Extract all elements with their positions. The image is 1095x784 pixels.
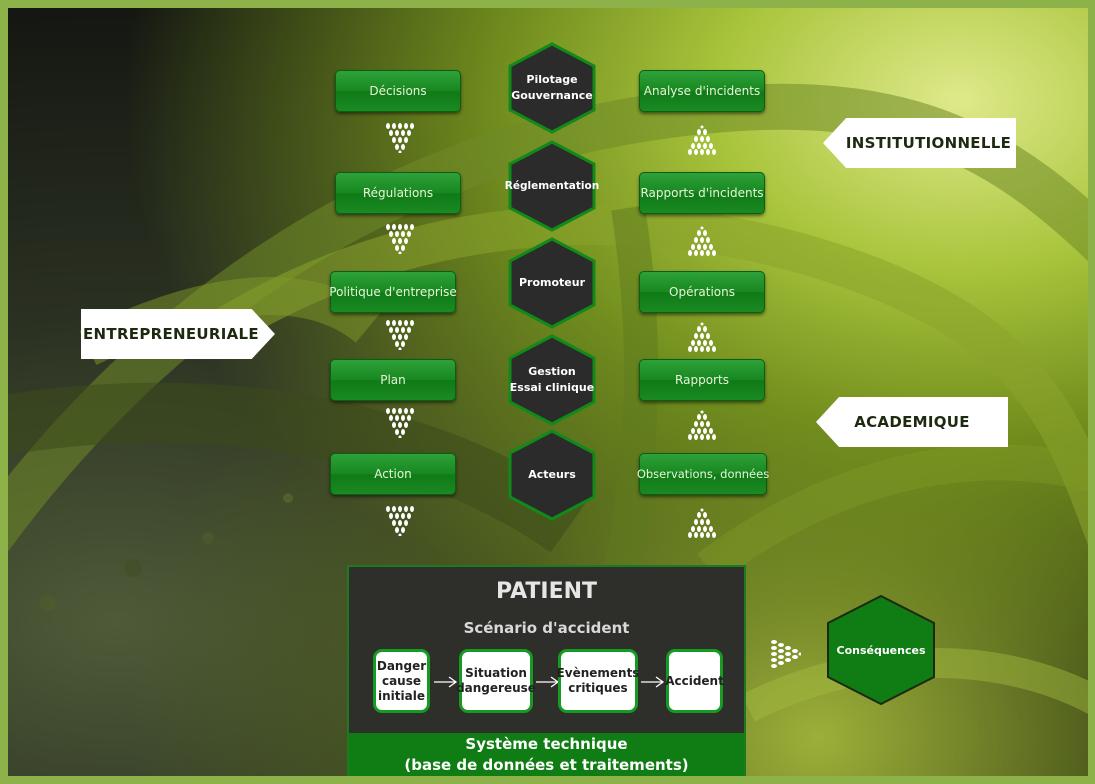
consequences-label: Conséquences — [836, 643, 926, 657]
right-box-analyse: Analyse d'incidents — [639, 70, 765, 112]
patient-title: PATIENT — [495, 579, 598, 604]
right-arrow-icon — [641, 676, 665, 688]
step-line: dangereuse — [456, 681, 536, 695]
hexagon-shape — [827, 594, 935, 706]
left-box-label: Action — [374, 467, 412, 481]
left-box-decisions: Décisions — [335, 70, 461, 112]
right-box-rapports: Rapports — [639, 359, 765, 401]
step-accident: Accident — [665, 649, 724, 713]
hex-label-line1: Réglementation — [504, 180, 600, 192]
right-box-label: Observations, données — [636, 467, 770, 481]
diagram-background: Décisions Régulations Politique d'entrep… — [8, 8, 1088, 776]
step-line: cause — [381, 673, 422, 688]
hex-promoteur: Promoteur — [508, 237, 596, 329]
banner-entrepreneuriale: ENTREPRENEURIALE — [81, 309, 275, 359]
step-label: Accident — [665, 674, 724, 689]
step-line: Accident — [665, 673, 724, 688]
down-chevron-dots-icon — [386, 224, 414, 254]
hex-label-line2: Essai clinique — [509, 381, 595, 394]
down-chevron-dots-icon — [386, 408, 414, 438]
right-chevron-dots-icon — [771, 640, 801, 668]
scenario-title: Scénario d'accident — [463, 619, 630, 637]
left-box-label: Politique d'entreprise — [329, 285, 457, 299]
right-box-observations: Observations, données — [636, 453, 770, 495]
right-box-label: Opérations — [669, 285, 735, 299]
hex-label-line1: Promoteur — [518, 276, 586, 289]
left-box-politique: Politique d'entreprise — [329, 271, 457, 313]
step-line: critiques — [568, 681, 628, 695]
banner-label: ACADEMIQUE — [854, 413, 970, 431]
banner-institutionnelle: INSTITUTIONNELLE — [823, 118, 1016, 168]
right-box-label: Rapports — [675, 373, 729, 387]
systeme-technique-bar: Système technique (base de données et tr… — [349, 733, 744, 776]
step-line: initiale — [378, 688, 425, 703]
hex-consequences: Conséquences — [826, 594, 936, 706]
left-box-action: Action — [330, 453, 456, 495]
right-box-label: Analyse d'incidents — [643, 84, 761, 98]
step-line: Evènements — [556, 666, 640, 680]
hex-label-line1: Acteurs — [528, 468, 576, 481]
left-box-label: Plan — [380, 373, 406, 387]
hex-label-line2: Gouvernance — [511, 89, 593, 102]
hex-label-line1: Gestion — [528, 365, 576, 378]
left-box-regulations: Régulations — [335, 172, 461, 214]
banner-label: ENTREPRENEURIALE — [83, 325, 259, 343]
banner-academique: ACADEMIQUE — [816, 397, 1008, 447]
right-box-rapports-incidents: Rapports d'incidents — [639, 172, 765, 214]
down-chevron-dots-icon — [386, 123, 414, 153]
hex-reglementation: Réglementation — [504, 140, 600, 232]
hex-label-line1: Pilotage — [526, 73, 578, 86]
up-chevron-dots-icon — [688, 508, 716, 538]
step-line: Danger — [376, 658, 427, 673]
left-box-label: Régulations — [362, 186, 434, 200]
hexagon-shape — [508, 429, 596, 521]
hexagon-shape — [508, 334, 596, 426]
up-chevron-dots-icon — [688, 125, 716, 155]
system-line2: (base de données et traitements) — [404, 756, 689, 774]
hexagon-shape — [508, 42, 596, 134]
left-box-plan: Plan — [330, 359, 456, 401]
hexagon-shape — [508, 140, 596, 232]
up-chevron-dots-icon — [688, 226, 716, 256]
step-line: Situation — [465, 666, 527, 680]
hexagon-shape — [508, 237, 596, 329]
right-box-operations: Opérations — [639, 271, 765, 313]
down-chevron-dots-icon — [386, 320, 414, 350]
down-chevron-dots-icon — [386, 506, 414, 536]
banner-label: INSTITUTIONNELLE — [845, 134, 1012, 152]
up-chevron-dots-icon — [688, 322, 716, 352]
left-box-label: Décisions — [369, 84, 427, 98]
right-box-label: Rapports d'incidents — [640, 186, 764, 200]
hex-label: Réglementation — [504, 140, 600, 232]
up-chevron-dots-icon — [688, 410, 716, 440]
hex-label: Acteurs — [508, 429, 596, 521]
right-arrow-icon — [434, 676, 458, 688]
hex-acteurs: Acteurs — [508, 429, 596, 521]
hex-label: Promoteur — [508, 237, 596, 329]
system-line1: Système technique — [465, 735, 628, 753]
